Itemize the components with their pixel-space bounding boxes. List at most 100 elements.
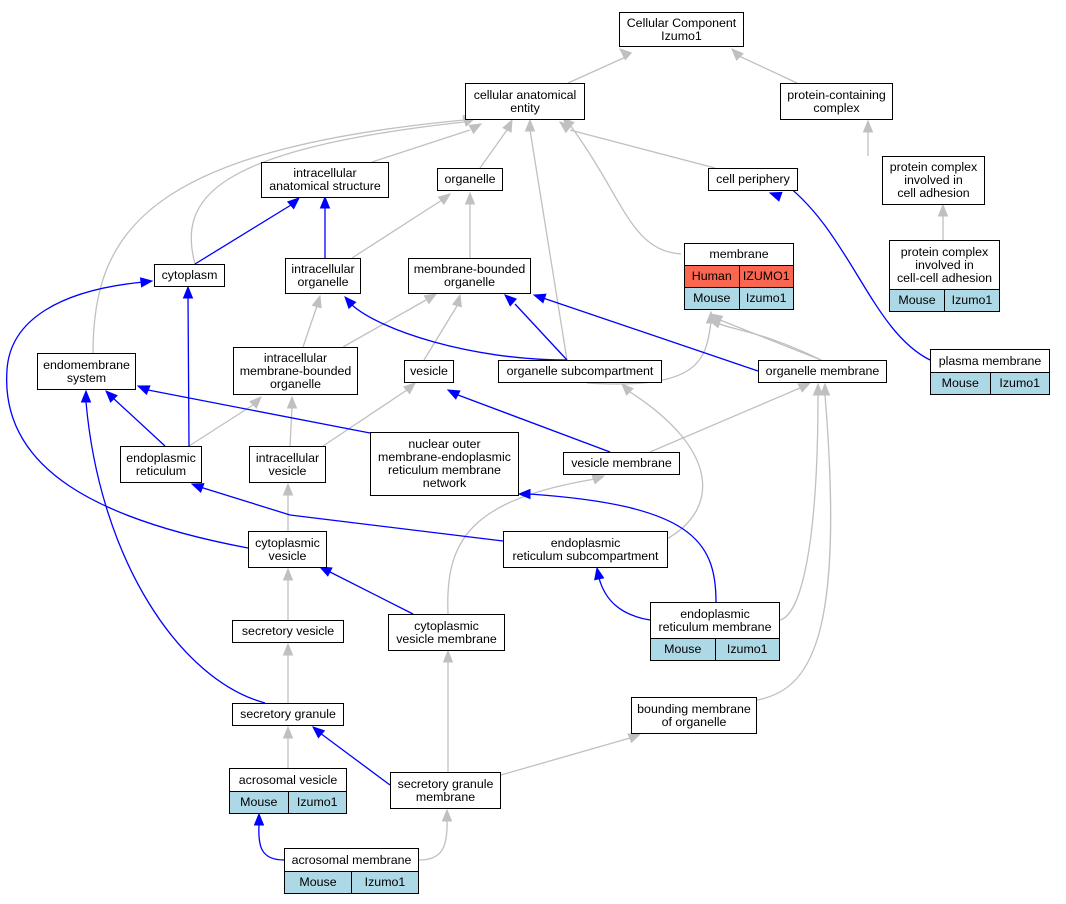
edge-arrowhead [282, 567, 294, 581]
edge-arrowhead [286, 395, 298, 409]
species-cell: Mouse [941, 376, 979, 390]
part-of-edge [319, 732, 391, 786]
node-secretory-granule[interactable]: secretory granule [232, 703, 344, 726]
edge-arrowhead [402, 382, 416, 395]
is-a-edge [289, 406, 293, 447]
edge-arrowhead [311, 294, 322, 309]
node-label: protein complex involved in cell-cell ad… [896, 244, 993, 285]
node-er-subcompartment[interactable]: endoplasmic reticulum subcompartment [503, 531, 668, 568]
species-cell: Human [691, 269, 732, 283]
node-endomembrane-system[interactable]: endomembrane system [37, 353, 136, 390]
is-a-edge [447, 478, 596, 615]
node-label: nuclear outer membrane-endoplasmic retic… [378, 437, 511, 490]
edge-arrowhead [619, 48, 633, 61]
node-label: cytoplasmic vesicle [255, 535, 320, 563]
edge-arrowhead [812, 382, 824, 396]
edge-arrowhead [105, 390, 118, 403]
node-endoplasmic-reticulum[interactable]: endoplasmic reticulum [120, 446, 202, 483]
edge-arrowhead [319, 195, 331, 209]
part-of-edge [194, 204, 292, 265]
node-intracellular-vesicle[interactable]: intracellular vesicle [249, 446, 326, 483]
node-vesicle-membrane[interactable]: vesicle membrane [563, 452, 680, 475]
is-a-edge [719, 319, 822, 361]
node-intracellular-membrane-bounded-organelle[interactable]: intracellular membrane-bounded organelle [233, 347, 358, 395]
node-label: secretory granule [240, 707, 336, 721]
edge-arrowhead [253, 812, 265, 826]
edge-arrowhead [532, 293, 547, 304]
edge-arrowhead [344, 296, 357, 310]
part-of-edge [528, 493, 717, 603]
edge-arrowhead [437, 193, 452, 206]
edge-arrowhead [562, 117, 575, 130]
edge-arrowhead [318, 566, 333, 577]
node-secretory-vesicle[interactable]: secretory vesicle [232, 620, 344, 643]
node-cell-periphery[interactable]: cell periphery [708, 168, 798, 191]
is-a-edge [649, 387, 801, 453]
node-label: endomembrane system [43, 357, 130, 385]
node-label: cytoplasmic vesicle membrane [396, 618, 497, 646]
is-a-edge [342, 299, 427, 348]
edge-arrowhead [451, 293, 462, 308]
edge-arrowhead [282, 642, 294, 656]
edge-arrowhead [797, 382, 812, 393]
node-organelle-subcompartment[interactable]: organelle subcompartment [498, 360, 662, 383]
node-label: acrosomal vesicle [238, 772, 338, 787]
part-of-edge [514, 303, 568, 361]
node-intracellular-organelle[interactable]: intracellular organelle [285, 258, 361, 294]
node-nuclear-outer-membrane-er-membrane-network[interactable]: nuclear outer membrane-endoplasmic retic… [370, 432, 519, 496]
edge-arrowhead [504, 294, 518, 307]
species-cell: Mouse [693, 291, 731, 305]
edge-arrowhead [705, 310, 717, 324]
gene-cell: Izumo1 [351, 872, 418, 893]
node-label: endoplasmic reticulum [126, 450, 196, 478]
node-organelle-membrane[interactable]: organelle membrane [758, 360, 887, 383]
node-protein-complex-cell-cell-adhesion[interactable]: protein complex involved in cell-cell ad… [889, 240, 1000, 312]
node-bounding-membrane-of-organelle[interactable]: bounding membrane of organelle [631, 697, 757, 734]
node-label: vesicle membrane [571, 456, 672, 470]
node-label: organelle membrane [765, 364, 880, 378]
edge-arrowhead [591, 474, 606, 485]
edge-arrowhead [286, 197, 300, 210]
species-cell: Mouse [664, 642, 702, 656]
node-cytoplasm[interactable]: cytoplasm [154, 264, 225, 287]
gene-cell: IZUMO1 [738, 266, 794, 287]
part-of-edge [329, 571, 414, 615]
edge-arrowhead [594, 566, 605, 581]
edge-arrowhead [446, 389, 461, 400]
node-organelle[interactable]: organelle [437, 168, 503, 191]
node-secretory-granule-membrane[interactable]: secretory granule membrane [390, 772, 501, 809]
part-of-edge [147, 389, 371, 434]
node-cytoplasmic-vesicle[interactable]: cytoplasmic vesicle [248, 531, 327, 568]
edge-arrowhead [249, 396, 262, 409]
node-intracellular-anatomical-structure[interactable]: intracellular anatomical structure [261, 162, 389, 198]
edge-arrowhead [182, 285, 194, 299]
gene-cell: Izumo1 [944, 290, 999, 311]
node-protein-complex-cell-adhesion[interactable]: protein complex involved in cell adhesio… [882, 156, 985, 205]
part-of-edge [258, 823, 285, 861]
node-label: secretory vesicle [241, 624, 335, 638]
is-a-edge [322, 389, 408, 447]
node-cytoplasmic-vesicle-membrane[interactable]: cytoplasmic vesicle membrane [388, 614, 505, 651]
edge-arrowhead [768, 191, 783, 202]
node-membrane-bounded-organelle[interactable]: membrane-bounded organelle [408, 258, 531, 294]
edge-arrowhead [731, 48, 744, 61]
edge-arrowhead [464, 191, 476, 205]
node-label: endoplasmic reticulum membrane [658, 606, 772, 634]
is-a-edge [738, 55, 798, 84]
node-cellular-component[interactable]: Cellular Component Izumo1 [619, 12, 744, 47]
edge-arrowhead [442, 649, 454, 663]
node-label: endoplasmic reticulum subcompartment [512, 535, 659, 563]
node-protein-containing-complex[interactable]: protein-containing complex [780, 83, 893, 120]
node-cellular-anatomical-entity[interactable]: cellular anatomical entity [465, 83, 585, 120]
node-vesicle[interactable]: vesicle [404, 360, 454, 383]
node-label: plasma membrane [938, 353, 1042, 368]
is-a-edge [351, 199, 443, 259]
